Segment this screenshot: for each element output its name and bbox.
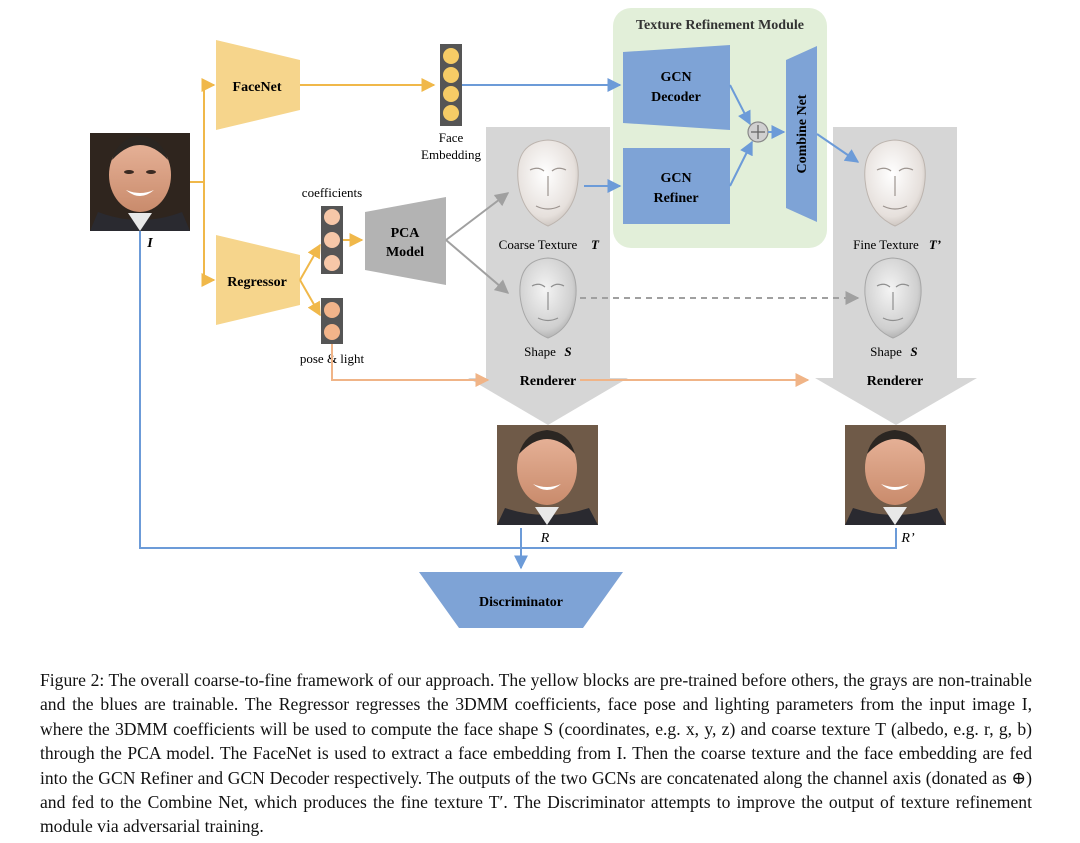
shape-label-fine: Shape xyxy=(870,344,902,359)
concat-operator xyxy=(729,84,786,187)
input-face-image xyxy=(90,133,190,231)
gcn-refiner-label-1: GCN xyxy=(660,171,691,186)
coarse-texture-label: Coarse Texture xyxy=(499,237,578,252)
fine-texture-symbol: T’ xyxy=(929,237,941,252)
rendered-face-fine xyxy=(845,425,946,525)
shape-label-coarse: Shape xyxy=(524,344,556,359)
shape-symbol-fine: S xyxy=(910,344,917,359)
pca-model-block: PCA Model xyxy=(365,197,446,285)
fine-texture-mesh xyxy=(864,139,926,227)
rendered-face-coarse xyxy=(497,425,598,525)
pca-label-1: PCA xyxy=(391,226,421,241)
coefficients-vector xyxy=(321,206,343,274)
framework-diagram: Texture Refinement Module I FaceNet Regr… xyxy=(90,8,977,628)
facenet-block: FaceNet xyxy=(216,40,300,130)
renderer-label-coarse: Renderer xyxy=(520,374,577,389)
shape-symbol-coarse: S xyxy=(564,344,571,359)
pose-light-arrows xyxy=(331,344,810,387)
render-coarse-label: R xyxy=(540,531,550,546)
gcn-refiner-label-2: Refiner xyxy=(653,191,698,206)
discriminator-label: Discriminator xyxy=(479,595,563,610)
face-embedding-vector xyxy=(440,44,462,126)
facenet-label: FaceNet xyxy=(233,80,282,95)
discriminator-block: Discriminator xyxy=(419,572,623,628)
pca-output-arrows xyxy=(445,192,510,294)
renderer-label-fine: Renderer xyxy=(867,374,924,389)
fine-shape-mesh xyxy=(864,257,922,339)
render-fine-label: R’ xyxy=(900,531,915,546)
face-embedding-label-2: Embedding xyxy=(421,147,481,162)
gcn-decoder-block: GCN Decoder xyxy=(623,45,730,130)
coarse-texture-mesh xyxy=(517,139,579,227)
module-title: Texture Refinement Module xyxy=(636,18,804,33)
combine-net-block: Combine Net xyxy=(786,46,817,222)
coarse-shape-mesh xyxy=(519,257,577,339)
gcn-refiner-block: GCN Refiner xyxy=(623,148,730,224)
fine-texture-label: Fine Texture xyxy=(853,237,919,252)
coefficients-label: coefficients xyxy=(302,185,362,200)
pose-light-vector xyxy=(321,298,343,344)
combine-net-label: Combine Net xyxy=(795,94,810,173)
input-connectors xyxy=(190,78,216,287)
input-label: I xyxy=(146,236,153,251)
discriminator-inputs xyxy=(139,231,897,570)
regressor-label: Regressor xyxy=(227,275,287,290)
gcn-decoder-label-1: GCN xyxy=(660,70,691,85)
face-embedding-label-1: Face xyxy=(439,130,464,145)
regressor-connectors xyxy=(299,243,321,317)
gcn-decoder-label-2: Decoder xyxy=(651,90,701,105)
coarse-texture-symbol: T xyxy=(591,237,600,252)
combine-to-fine-arrow xyxy=(816,133,860,163)
regressor-block: Regressor xyxy=(216,235,300,325)
pca-label-2: Model xyxy=(386,245,424,260)
figure-caption: Figure 2: The overall coarse-to-fine fra… xyxy=(40,670,1032,837)
